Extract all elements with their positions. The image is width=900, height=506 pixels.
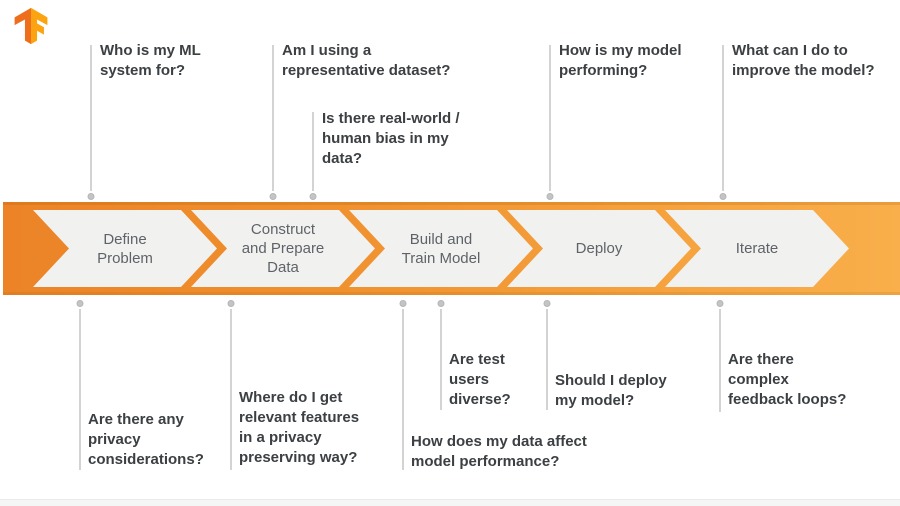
question-privacy-preserving-features: Where do I get relevant features in a pr… [239,389,360,466]
connector-dot [716,300,724,307]
connector-line-top-4 [546,45,554,200]
connector-dot [543,300,551,307]
connector-dot [87,193,95,200]
connector-line-top-2 [269,45,277,200]
connector-dot [399,300,407,307]
connector-line-bottom-1 [76,300,84,470]
question-improve-the-model: What can I do to improve the model? [732,42,875,79]
connector-dot [269,193,277,200]
question-test-users-diverse: Are test users diverse? [449,351,511,408]
question-representative-dataset: Am I using a representative dataset? [282,42,451,79]
connector-dot [546,193,554,200]
connector-dot [227,300,235,307]
stage-label: Define Problem [97,230,153,267]
connector-dot [309,193,317,200]
question-should-i-deploy: Should I deploy my model? [555,372,667,409]
stage-label: Build and Train Model [401,230,481,267]
connector-line-top-3 [309,112,317,200]
question-complex-feedback-loops: Are there complex feedback loops? [728,351,847,408]
stage-label: Deploy [575,240,623,257]
connector-line-bottom-3 [399,300,407,470]
connector-line-top-1 [87,45,95,200]
connector-line-bottom-6 [716,300,724,412]
connector-line-bottom-4 [437,300,445,410]
question-model-performing: How is my model performing? [559,42,682,79]
connector-line-top-5 [719,45,727,200]
connector-line-bottom-2 [227,300,235,470]
stage-label: Construct and Prepare Data [241,221,325,276]
question-privacy-considerations: Are there any privacy considerations? [88,411,204,468]
bottom-edge-strip [0,499,900,506]
connector-dot [437,300,445,307]
connector-dot [76,300,84,307]
stage-label: Iterate [735,240,779,257]
connector-line-bottom-5 [543,300,551,410]
question-data-affect-performance: How does my data affect model performanc… [411,433,587,470]
question-real-world-human-bias: Is there real-world / human bias in my d… [322,110,460,167]
tensorflow-logo-icon [14,7,48,45]
connector-dot [719,193,727,200]
question-who-is-my-ml-system-for: Who is my ML system for? [100,42,201,79]
